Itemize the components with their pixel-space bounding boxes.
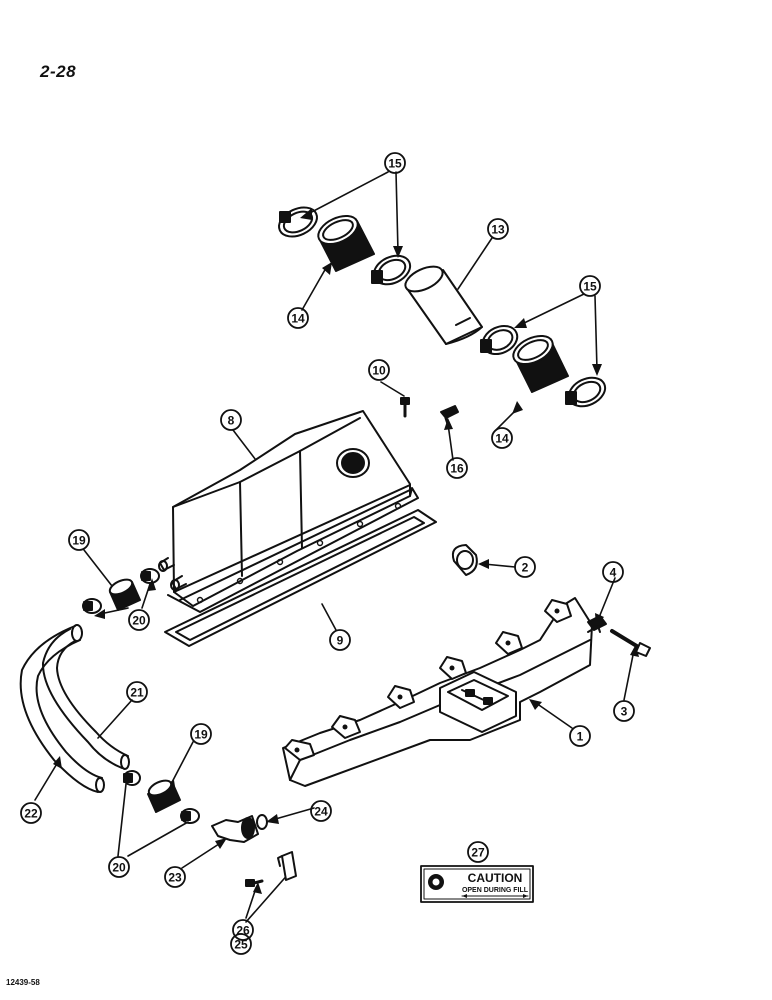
screw-16	[440, 405, 459, 426]
hose-clamp-15-b	[371, 254, 412, 286]
svg-text:14: 14	[495, 432, 509, 446]
svg-text:3: 3	[621, 705, 628, 719]
callout-27: 27	[467, 841, 489, 863]
water-hose-21	[41, 628, 130, 770]
aftercooler-housing-8	[158, 410, 419, 613]
svg-text:8: 8	[228, 414, 235, 428]
callout-15-top: 15	[384, 152, 406, 174]
svg-text:9: 9	[337, 634, 344, 648]
decal-instruction-text: OPEN DURING FILL	[462, 887, 529, 894]
hose-clamp-15-a	[278, 206, 318, 238]
elbow-23	[211, 815, 259, 843]
svg-text:25: 25	[234, 938, 248, 952]
page-number: 2-28	[40, 62, 77, 81]
svg-text:15: 15	[583, 280, 597, 294]
svg-text:24: 24	[314, 805, 328, 819]
callout-25: 25	[230, 933, 252, 955]
leader-lines	[34, 171, 635, 923]
svg-text:20: 20	[112, 861, 126, 875]
callouts: 15 13 14 15 10 8 14 16 19 2 4 20 9 21 3 …	[20, 152, 635, 955]
callout-1: 1	[569, 725, 591, 747]
callout-21: 21	[126, 681, 148, 703]
o-ring-24	[256, 814, 268, 830]
callout-15-right: 15	[579, 275, 601, 297]
water-hose-22	[19, 624, 105, 793]
svg-text:20: 20	[132, 614, 146, 628]
bolt-3	[610, 629, 651, 657]
svg-text:10: 10	[372, 364, 386, 378]
svg-text:16: 16	[450, 462, 464, 476]
callout-2: 2	[514, 556, 536, 578]
callout-3: 3	[613, 700, 635, 722]
svg-text:4: 4	[610, 566, 617, 580]
callout-24: 24	[310, 800, 332, 822]
svg-text:13: 13	[491, 223, 505, 237]
clamp-20-a	[82, 598, 102, 614]
svg-text:14: 14	[291, 312, 305, 326]
lock-plate-4	[587, 615, 607, 633]
clip-25	[277, 851, 297, 881]
callout-9: 9	[329, 629, 351, 651]
svg-text:19: 19	[72, 534, 86, 548]
gasket-2	[451, 544, 478, 576]
hose-sleeve-14-a	[317, 214, 375, 272]
svg-text:21: 21	[130, 686, 144, 700]
callout-19-right: 19	[190, 723, 212, 745]
clamp-20-d	[180, 808, 200, 824]
hose-19-right	[147, 779, 181, 813]
hose-19-left	[108, 578, 141, 611]
decal-caution-text: CAUTION	[468, 871, 523, 885]
svg-text:27: 27	[471, 846, 485, 860]
svg-text:26: 26	[236, 924, 250, 938]
screw-10	[400, 397, 410, 418]
callout-20-bottom: 20	[108, 856, 130, 878]
callout-4: 4	[602, 561, 624, 583]
svg-text:22: 22	[24, 807, 38, 821]
callout-23: 23	[164, 866, 186, 888]
hose-clamp-15-d	[565, 376, 607, 408]
figure-code: 12439-58	[6, 978, 40, 987]
callout-22: 22	[20, 802, 42, 824]
svg-text:15: 15	[388, 157, 402, 171]
callout-19-left: 19	[68, 529, 90, 551]
svg-text:1: 1	[577, 730, 584, 744]
clamp-20-b	[140, 568, 160, 584]
callout-8: 8	[220, 409, 242, 431]
svg-text:2: 2	[522, 561, 529, 575]
callout-13: 13	[487, 218, 509, 240]
hose-sleeve-14-b	[512, 334, 569, 393]
callout-10: 10	[368, 359, 390, 381]
connector-tube-13	[404, 265, 483, 345]
caution-decal-27: CAUTION OPEN DURING FILL	[420, 865, 534, 903]
svg-text:23: 23	[168, 871, 182, 885]
screw-26	[245, 879, 264, 887]
callout-16: 16	[446, 457, 468, 479]
callout-14-right: 14	[491, 427, 513, 449]
callout-14-top: 14	[287, 307, 309, 329]
exhaust-manifold-1	[282, 597, 593, 787]
svg-text:19: 19	[194, 728, 208, 742]
leader-arrowheads	[53, 208, 639, 894]
callout-20-left: 20	[128, 609, 150, 631]
gasket-9	[164, 509, 437, 647]
clamp-20-c	[123, 770, 141, 786]
hose-clamp-15-c	[480, 324, 519, 356]
